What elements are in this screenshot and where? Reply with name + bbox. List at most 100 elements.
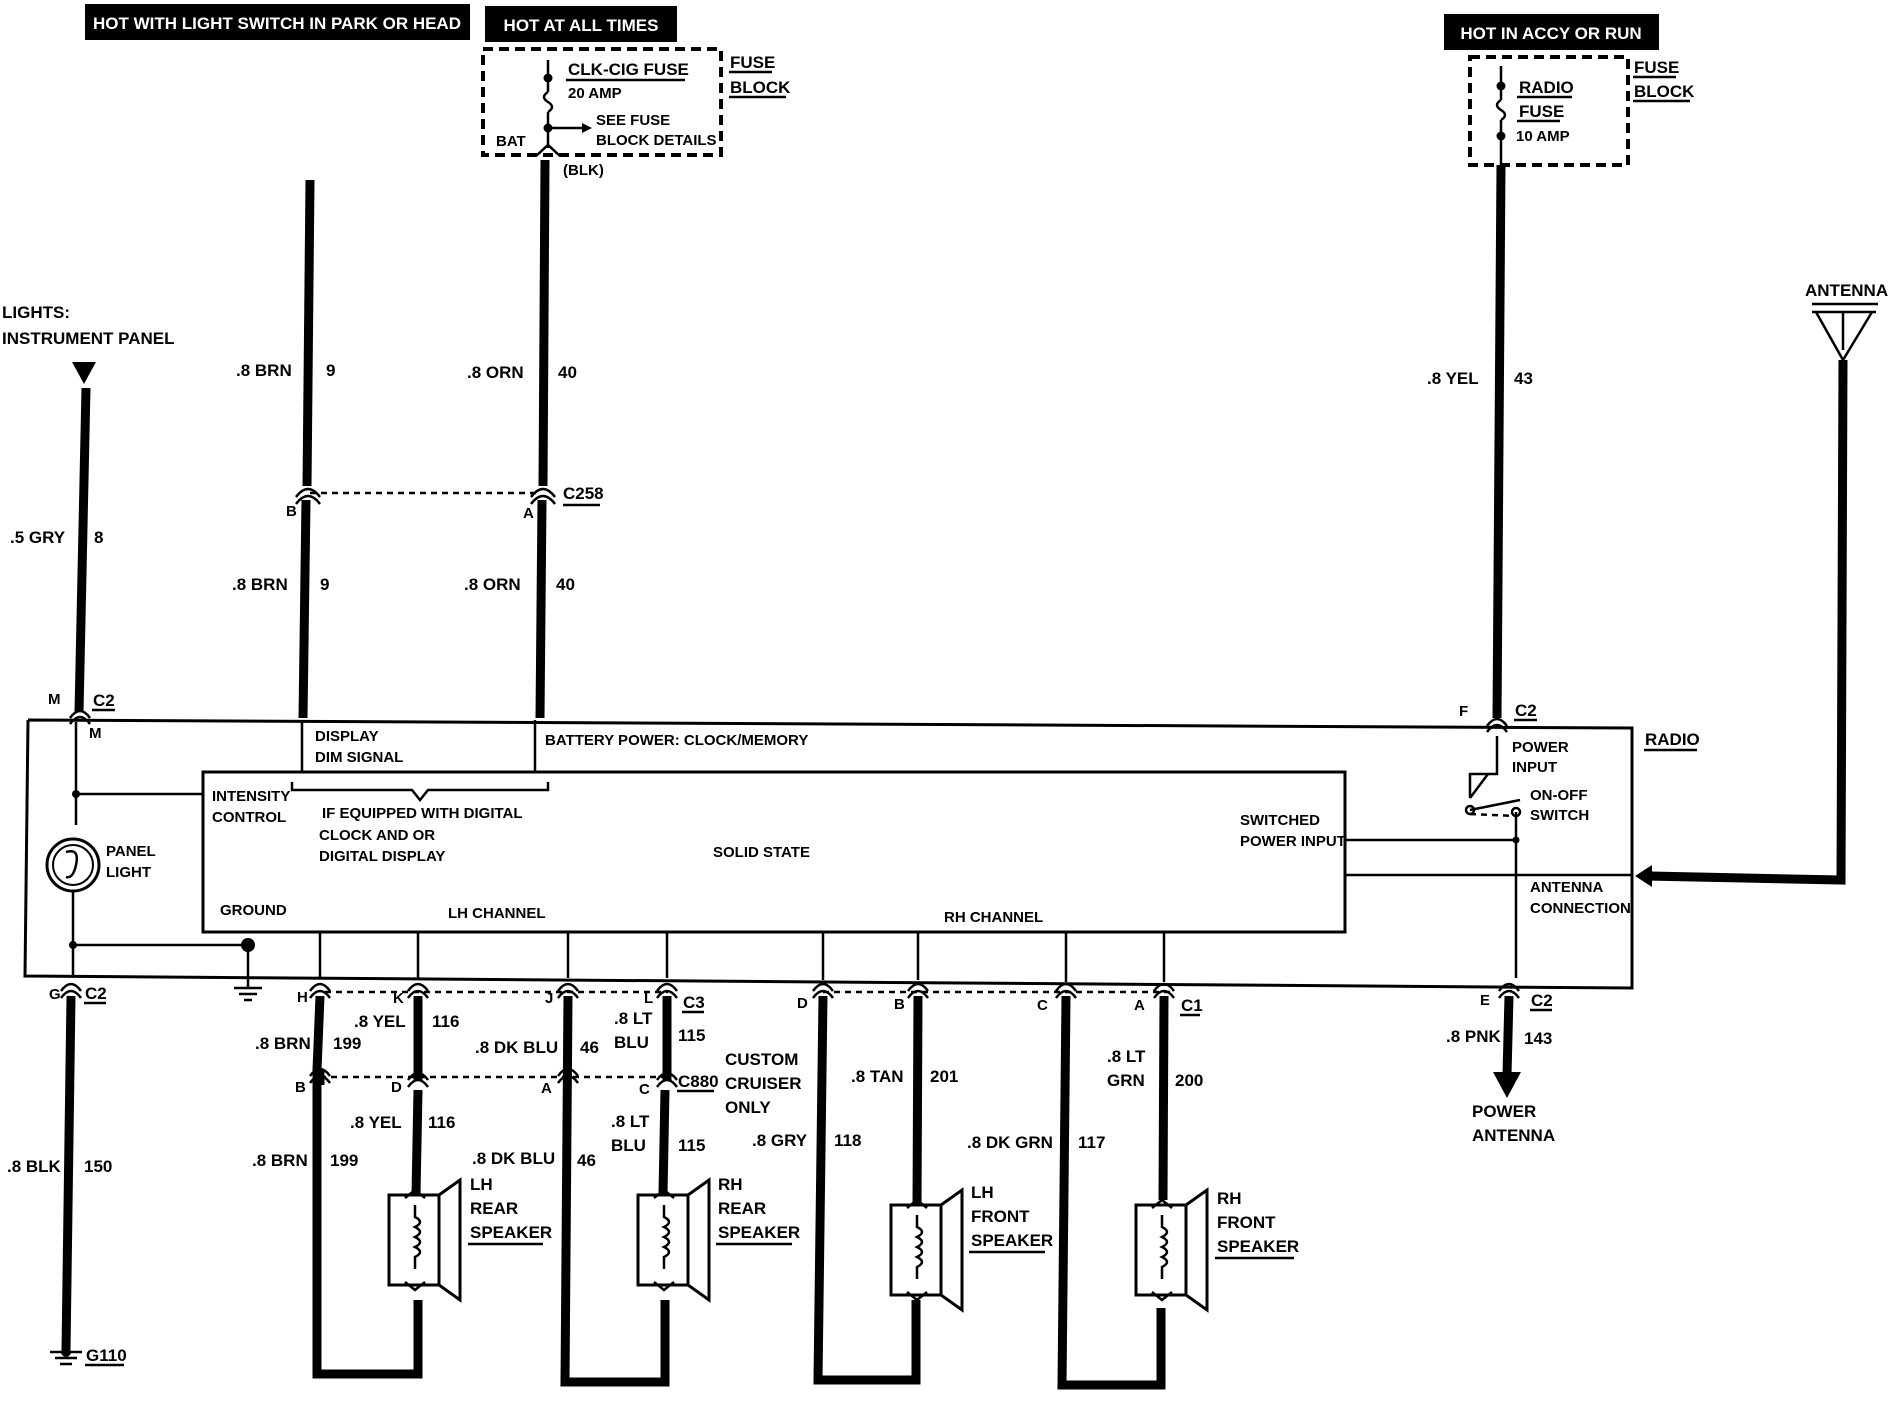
rh-channel-label: RH CHANNEL xyxy=(944,909,1043,926)
header-light-switch: HOT WITH LIGHT SWITCH IN PARK OR HEAD xyxy=(85,4,470,40)
header-accy-run-text: HOT IN ACCY OR RUN xyxy=(1460,24,1641,43)
lh-front-speaker: LH FRONT SPEAKER xyxy=(889,1183,1053,1313)
radio-fuse-name1: RADIO xyxy=(1519,78,1574,97)
pin-d: D xyxy=(797,995,808,1012)
wire-ltblu-lower1: .8 LT xyxy=(611,1112,650,1131)
c2-label-g: C2 xyxy=(85,984,107,1003)
lh-front-speaker-label3: SPEAKER xyxy=(971,1231,1053,1250)
block-details-text: BLOCK DETAILS xyxy=(596,132,717,149)
rh-rear-speaker-label2: REAR xyxy=(718,1199,766,1218)
top-wires xyxy=(74,159,1848,887)
wire-dkblu46-upper: .8 DK BLU xyxy=(475,1038,558,1057)
wire-yel116-upper: .8 YEL xyxy=(354,1012,406,1031)
pin-m-inner: M xyxy=(89,725,102,742)
power-antenna-line2: ANTENNA xyxy=(1472,1126,1555,1145)
switched-label: SWITCHED xyxy=(1240,812,1320,829)
rh-front-speaker-label2: FRONT xyxy=(1217,1213,1276,1232)
blk-label: (BLK) xyxy=(563,162,604,179)
wire-gry118-num: 118 xyxy=(834,1131,861,1150)
clk-cig-fuse-box: CLK-CIG FUSE 20 AMP SEE FUSE BLOCK DETAI… xyxy=(481,47,791,179)
pin-k: K xyxy=(393,990,404,1007)
bottom-connector-symbols xyxy=(59,982,1521,1088)
c1-label: C1 xyxy=(1181,996,1203,1015)
wire-orn-top-num: 40 xyxy=(558,363,577,382)
radio-unit: RADIO DISPLAY DIM SIGNAL BATTERY POWER: … xyxy=(23,718,1700,1002)
wire-pnk: .8 PNK xyxy=(1446,1027,1502,1046)
pin-c-low: C xyxy=(639,1081,650,1098)
pin-g: G xyxy=(49,986,61,1003)
instrument-panel-lights: LIGHTS: INSTRUMENT PANEL xyxy=(2,303,175,384)
c2-label-m: C2 xyxy=(93,691,115,710)
c880-label: C880 xyxy=(678,1072,719,1091)
on-off-label: ON-OFF xyxy=(1530,787,1588,804)
bottom-wires xyxy=(61,990,1521,1390)
wire-dkblu46-upper-num: 46 xyxy=(580,1038,599,1057)
pin-c: C xyxy=(1037,997,1048,1014)
g110-label: G110 xyxy=(86,1346,127,1365)
radio-fuse-amp: 10 AMP xyxy=(1516,128,1570,145)
down-arrow-icon xyxy=(72,362,96,384)
pin-b2: B xyxy=(894,996,905,1013)
bottom-pin-labels: G C2 H K J L C3 D B C A C1 E C2 B D A C … xyxy=(49,984,1553,1098)
wire-ltgrn1: .8 LT xyxy=(1107,1047,1146,1066)
digital-note-3: DIGITAL DISPLAY xyxy=(319,848,445,865)
wire-dkgrn117: .8 DK GRN xyxy=(967,1133,1053,1152)
wire-orn-top: .8 ORN xyxy=(467,363,524,382)
cruiser-line1: CUSTOM xyxy=(725,1050,798,1069)
antenna-connection-label1: ANTENNA xyxy=(1530,879,1603,896)
lh-rear-speaker-label2: REAR xyxy=(470,1199,518,1218)
antenna-label: ANTENNA xyxy=(1805,281,1888,300)
lh-rear-speaker-label1: LH xyxy=(470,1175,493,1194)
pin-f: F xyxy=(1459,703,1468,720)
wire-ltblu-upper1: .8 LT xyxy=(614,1009,653,1028)
wire-ltblu-lower2: BLU xyxy=(611,1136,646,1155)
wire-ltgrn2: GRN xyxy=(1107,1071,1145,1090)
bottom-wire-labels: .8 BLK 150 .8 BRN 199 .8 BRN 199 .8 YEL … xyxy=(7,1009,1552,1176)
wire-orn-low-num: 40 xyxy=(556,575,575,594)
header-all-times-text: HOT AT ALL TIMES xyxy=(504,16,659,35)
rh-front-speaker-label1: RH xyxy=(1217,1189,1242,1208)
panel-label: PANEL xyxy=(106,843,156,860)
lh-front-speaker-label2: FRONT xyxy=(971,1207,1030,1226)
switch-label: SWITCH xyxy=(1530,807,1589,824)
fuse-block-left-label1: FUSE xyxy=(730,53,775,72)
solid-state-label: SOLID STATE xyxy=(713,844,810,861)
clk-cig-fuse-name: CLK-CIG FUSE xyxy=(568,60,689,79)
pin-e: E xyxy=(1480,992,1490,1009)
wire-blk-num: 150 xyxy=(84,1157,112,1176)
pin-m: M xyxy=(48,691,61,708)
c2-upper-connectors: M C2 M F C2 xyxy=(48,691,1537,742)
c2-label-f: C2 xyxy=(1515,701,1537,720)
wire-dkblu46-lower-num: 46 xyxy=(577,1151,596,1170)
radio-fuse-name2: FUSE xyxy=(1519,102,1564,121)
wire-brn199-upper-num: 199 xyxy=(333,1034,361,1053)
power-antenna: POWER ANTENNA xyxy=(1472,1102,1555,1145)
instrument-panel-label: INSTRUMENT PANEL xyxy=(2,329,175,348)
wire-yel116-lower: .8 YEL xyxy=(350,1113,402,1132)
wire-yel-top: .8 YEL xyxy=(1427,369,1479,388)
wire-tan201-num: 201 xyxy=(930,1067,958,1086)
c258-connector: C258 B A xyxy=(286,484,604,522)
wire-brn-low-num: 9 xyxy=(320,575,329,594)
wire-gry: .5 GRY xyxy=(10,528,66,547)
wire-ltblu-upper2: BLU xyxy=(614,1033,649,1052)
wire-brn199-lower: .8 BRN xyxy=(252,1151,308,1170)
custom-cruiser-note: CUSTOM CRUISER ONLY xyxy=(725,1050,802,1117)
wire-brn-top: .8 BRN xyxy=(236,361,292,380)
control-label: CONTROL xyxy=(212,809,286,826)
display-label: DISPLAY xyxy=(315,728,379,745)
wire-gry-num: 8 xyxy=(94,528,103,547)
dim-signal-label: DIM SIGNAL xyxy=(315,749,403,766)
wire-brn199-upper: .8 BRN xyxy=(255,1034,311,1053)
antenna-connection-label2: CONNECTION xyxy=(1530,900,1631,917)
antenna-symbol: ANTENNA xyxy=(1805,281,1888,363)
pin-b-low: B xyxy=(295,1079,306,1096)
pin-h: H xyxy=(297,989,308,1006)
lh-rear-speaker: LH REAR SPEAKER xyxy=(387,1175,552,1303)
lights-label: LIGHTS: xyxy=(2,303,70,322)
fuse-block-left-label2: BLOCK xyxy=(730,78,791,97)
wire-ltblu-lower-num: 115 xyxy=(678,1136,705,1155)
fuse-block-right-label2: BLOCK xyxy=(1634,82,1695,101)
g110-ground: G110 xyxy=(50,1346,127,1367)
header-accy-run: HOT IN ACCY OR RUN xyxy=(1444,14,1659,50)
